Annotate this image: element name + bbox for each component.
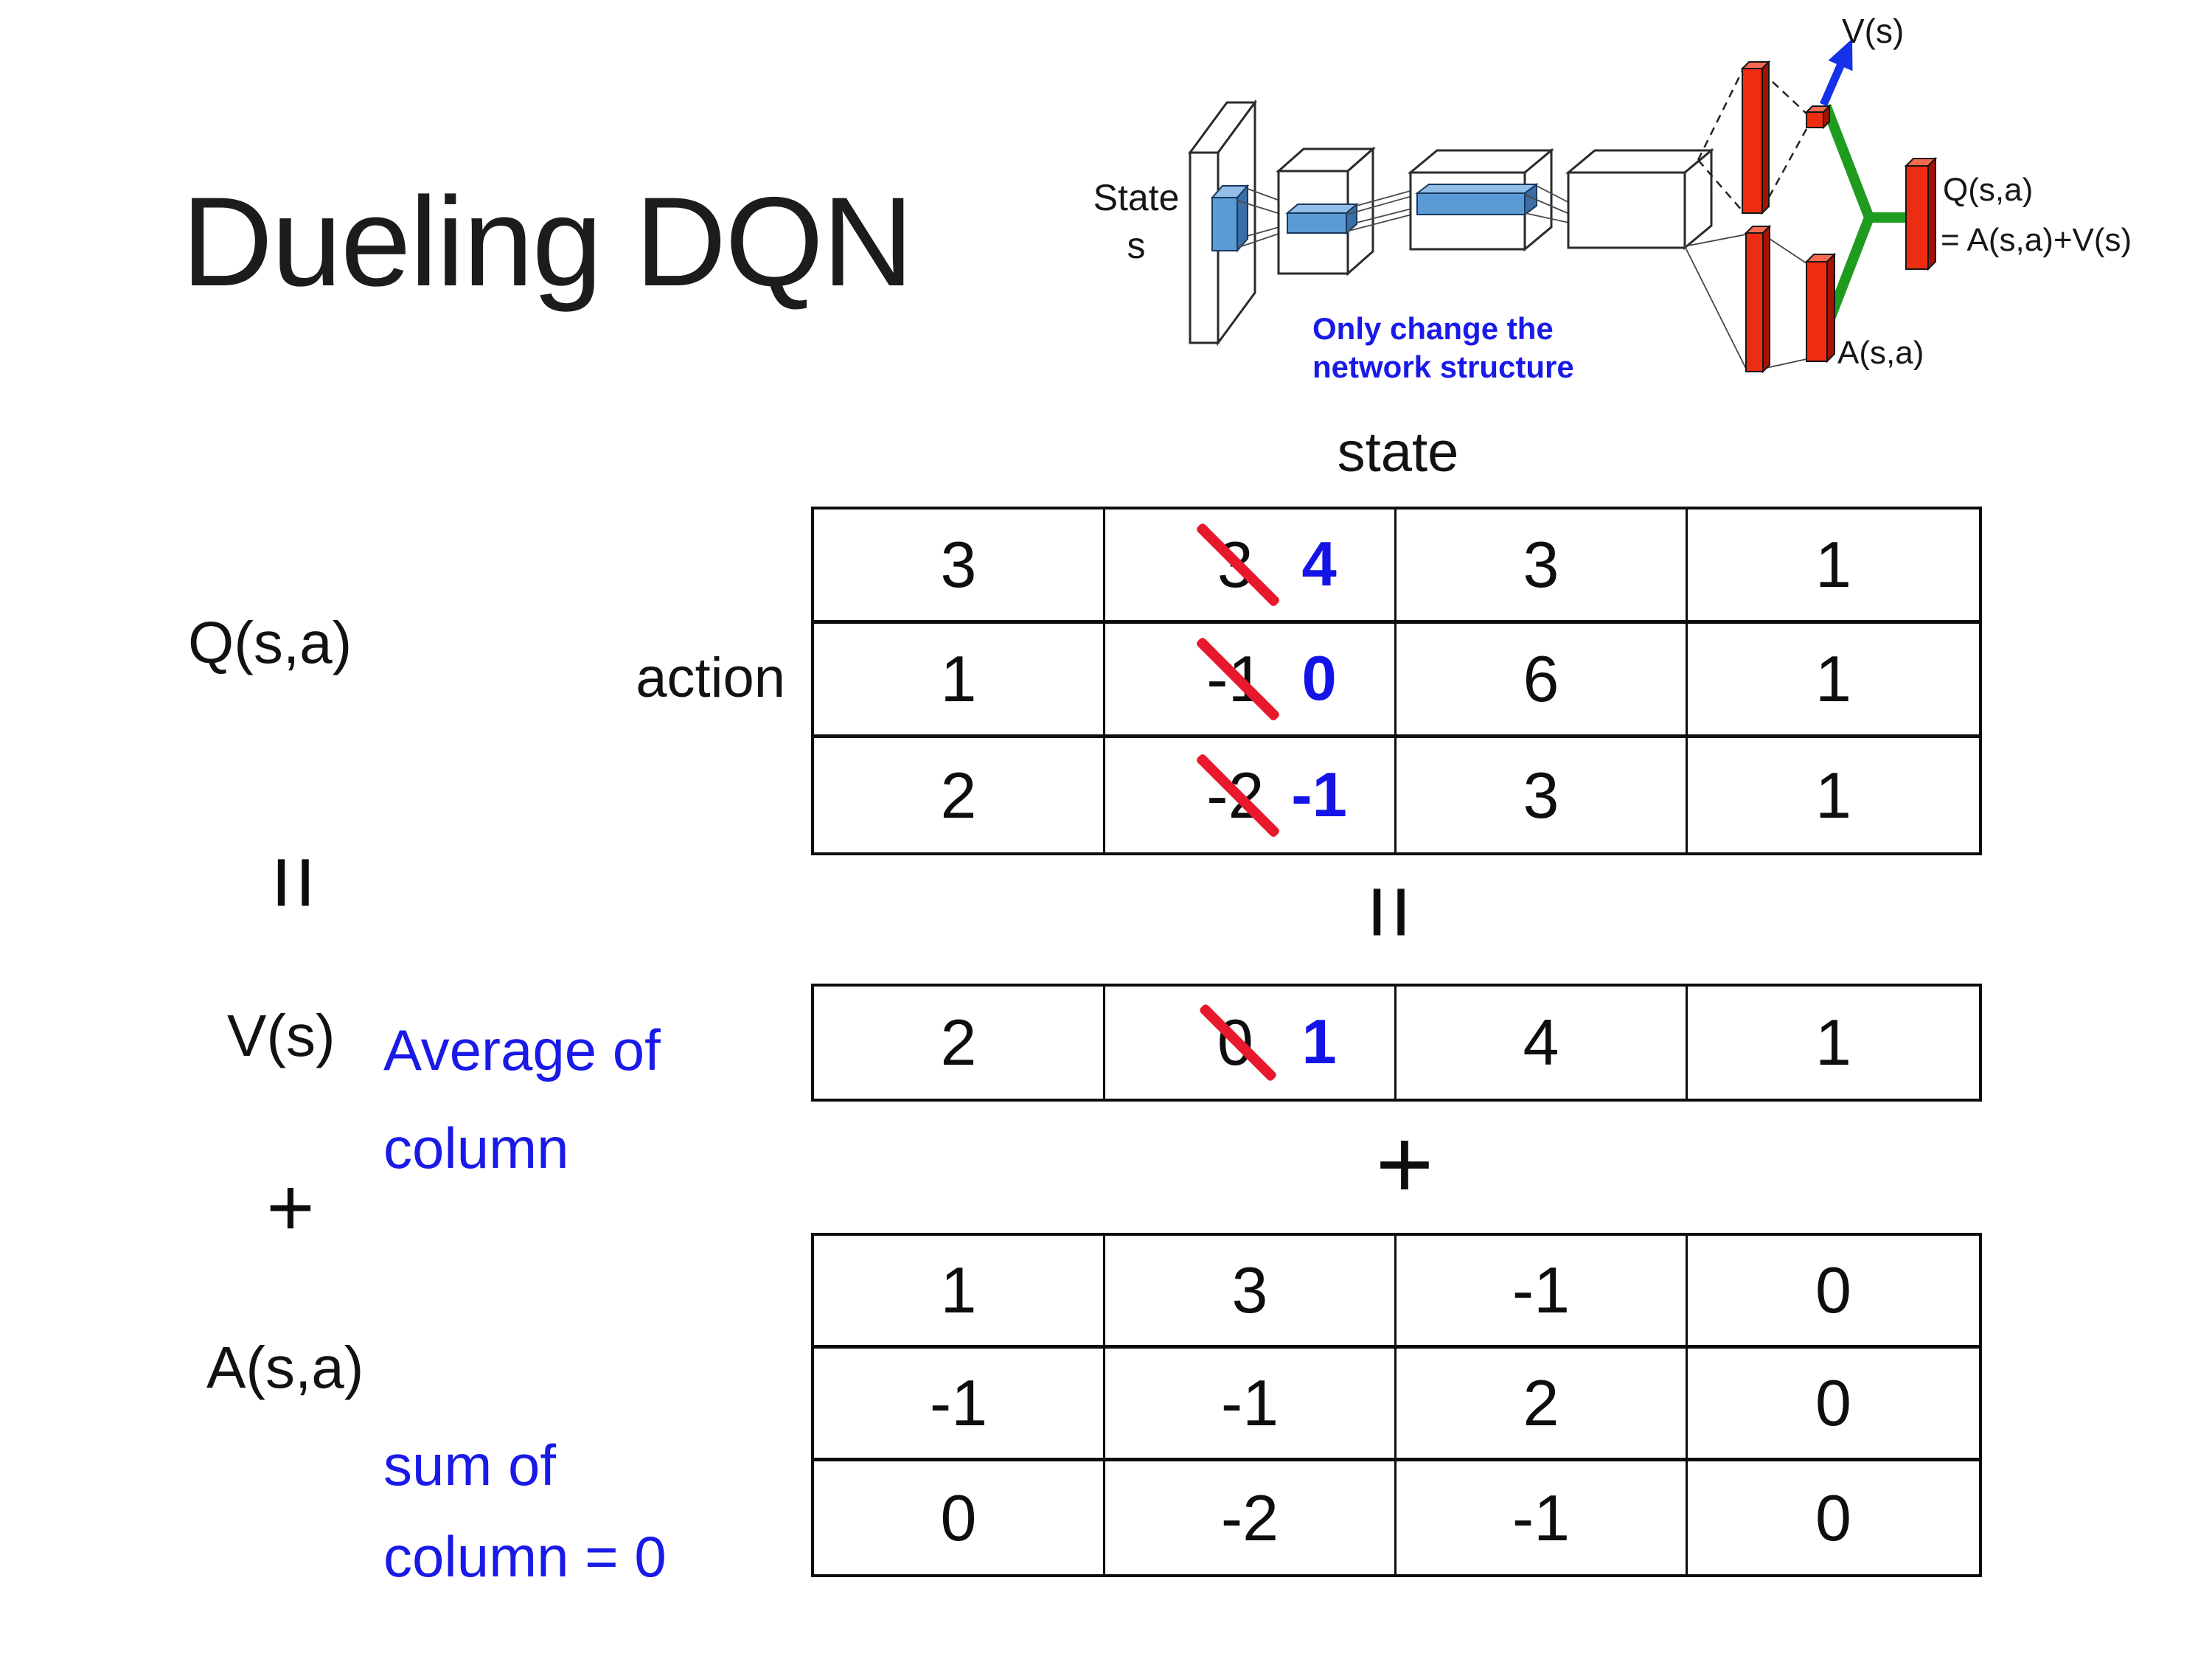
v-cell-c3: 1 — [1815, 1006, 1851, 1079]
page-title: Dueling DQN — [181, 171, 914, 313]
network-note-line2: network structure — [1312, 349, 1574, 384]
new-value: 1 — [1301, 1007, 1337, 1077]
conv-feature-3 — [1415, 183, 1539, 216]
new-value: -1 — [1291, 759, 1347, 830]
a-cell-r2c0: 0 — [814, 1461, 1105, 1574]
v-cell-c1: 0 1 — [1105, 987, 1397, 1099]
new-value: 0 — [1301, 644, 1337, 714]
v-cell-c0: 2 — [814, 987, 1105, 1099]
q-cell-r1c2: 6 — [1397, 624, 1688, 738]
v-output-label: V(s) — [1842, 12, 1904, 50]
q-cell-r1c0: 1 — [814, 624, 1105, 738]
conv-feature-1 — [1210, 184, 1250, 253]
a-cell-r2c1: -2 — [1105, 1461, 1397, 1574]
a-cell-r0c2: -1 — [1397, 1236, 1688, 1349]
equals-sign-center: = — [1337, 883, 1444, 942]
advantage-stream-lines — [1684, 234, 1807, 369]
q-cell-r1c3: 1 — [1688, 624, 1979, 738]
plus-sign-center: + — [1353, 1112, 1456, 1215]
q-matrix-label: Q(s,a) — [188, 610, 352, 675]
value-arrow — [1819, 38, 1853, 107]
a-cell-r0c0: 1 — [814, 1236, 1105, 1349]
q-table: 3 3 4 3 1 1 -1 0 6 1 2 -2 -1 3 1 — [811, 507, 1982, 855]
a-cell-r1c3: 0 — [1688, 1349, 1979, 1461]
q-cell-r2c1: -2 -1 — [1105, 738, 1397, 852]
merge-connector — [1820, 103, 1913, 332]
q-output-bar — [1904, 156, 1938, 271]
dueling-network-diagram: State s — [1093, 12, 2132, 384]
new-value: 4 — [1301, 529, 1337, 599]
conv-feature-2 — [1285, 202, 1359, 235]
a-table: 1 3 -1 0 -1 -1 2 0 0 -2 -1 0 — [811, 1233, 1982, 1577]
q-cell-r1c1: -1 0 — [1105, 624, 1397, 738]
sum-note-line2: column = 0 — [383, 1524, 667, 1589]
fc-bar-advantage-stream — [1744, 224, 1772, 374]
fc-box — [1565, 147, 1715, 251]
plus-glyph-center: + — [1375, 1107, 1434, 1220]
average-note-line2: column — [383, 1116, 569, 1180]
equals-sign-left: = — [241, 853, 349, 912]
v-cell-c2: 4 — [1397, 987, 1688, 1099]
a-matrix-label: A(s,a) — [206, 1335, 364, 1400]
a-cell-r0c1: 3 — [1105, 1236, 1397, 1349]
state-axis-label: state — [1337, 421, 1459, 484]
a-cell-r2c3: 0 — [1815, 1481, 1851, 1554]
q-cell-r0c0: 3 — [814, 509, 1105, 624]
sum-note-line1: sum of — [383, 1433, 557, 1498]
q-cell-r0c3: 1 — [1688, 509, 1979, 624]
a-output-label: A(s,a) — [1837, 335, 1924, 371]
q-cell-r2c0: 2 — [814, 738, 1105, 852]
v-vector-label: V(s) — [227, 1003, 335, 1068]
q-output-label-line1: Q(s,a) — [1943, 172, 2033, 208]
q-cell-r0c1: 3 4 — [1105, 509, 1397, 624]
advantage-bar — [1804, 252, 1837, 364]
v-table: 2 0 1 4 1 — [811, 984, 1982, 1102]
value-node — [1804, 104, 1832, 130]
q-cell-r2c2: 3 — [1397, 738, 1688, 852]
q-cell-r2c3: 1 — [1815, 758, 1851, 832]
a-cell-r2c2: -1 — [1397, 1461, 1688, 1574]
diagram-state-label: State — [1093, 177, 1180, 218]
a-cell-r1c1: -1 — [1105, 1349, 1397, 1461]
a-cell-r1c2: 2 — [1397, 1349, 1688, 1461]
equals-glyph-center: = — [1337, 884, 1444, 940]
a-cell-r0c3: 0 — [1688, 1236, 1979, 1349]
action-axis-label: action — [636, 647, 785, 709]
q-cell-r0c2: 3 — [1397, 509, 1688, 624]
diagram-state-s-label: s — [1127, 225, 1146, 266]
plus-glyph-left: + — [266, 1161, 315, 1253]
fc-bar-value-stream — [1740, 60, 1771, 215]
q-output-label-line2: = A(s,a)+V(s) — [1941, 222, 2132, 258]
a-cell-r1c0: -1 — [814, 1349, 1105, 1461]
plus-sign-left: + — [246, 1164, 335, 1252]
equals-glyph-left: = — [241, 855, 349, 911]
network-note-line1: Only change the — [1312, 311, 1554, 346]
average-note-line1: Average of — [383, 1018, 661, 1082]
